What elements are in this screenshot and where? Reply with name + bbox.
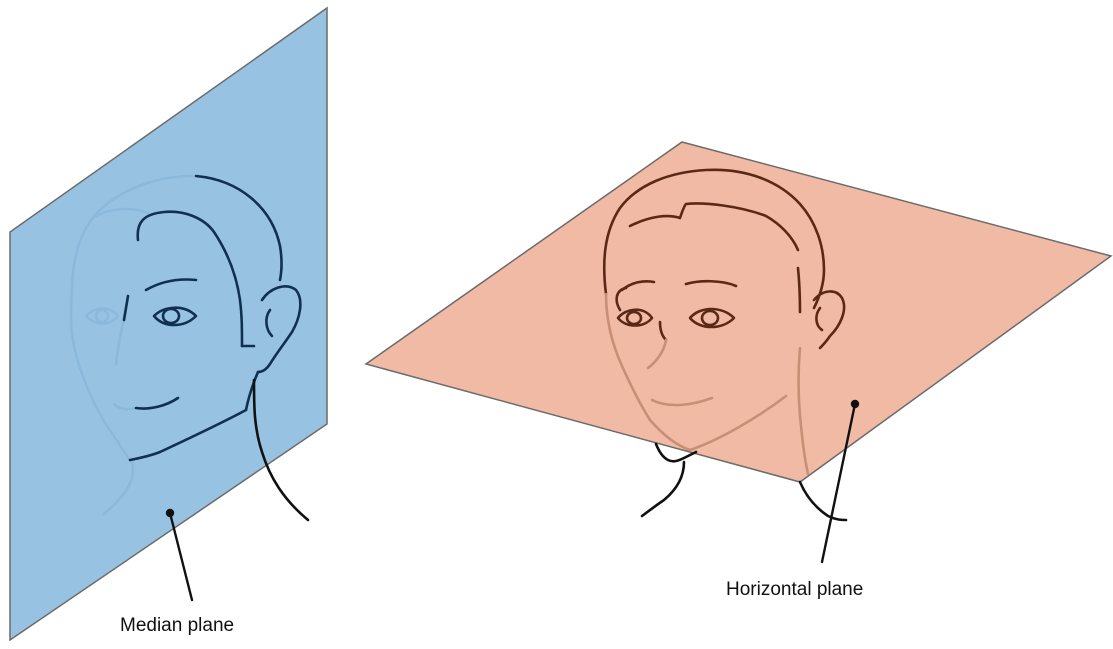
median-plane-figure: Median plane <box>10 8 327 640</box>
horizontal-plane-label: Horizontal plane <box>726 579 863 600</box>
horizontal-plane-figure: Horizontal plane <box>366 142 1111 600</box>
horizontal-plane <box>366 142 1111 482</box>
median-plane-label: Median plane <box>120 615 234 636</box>
